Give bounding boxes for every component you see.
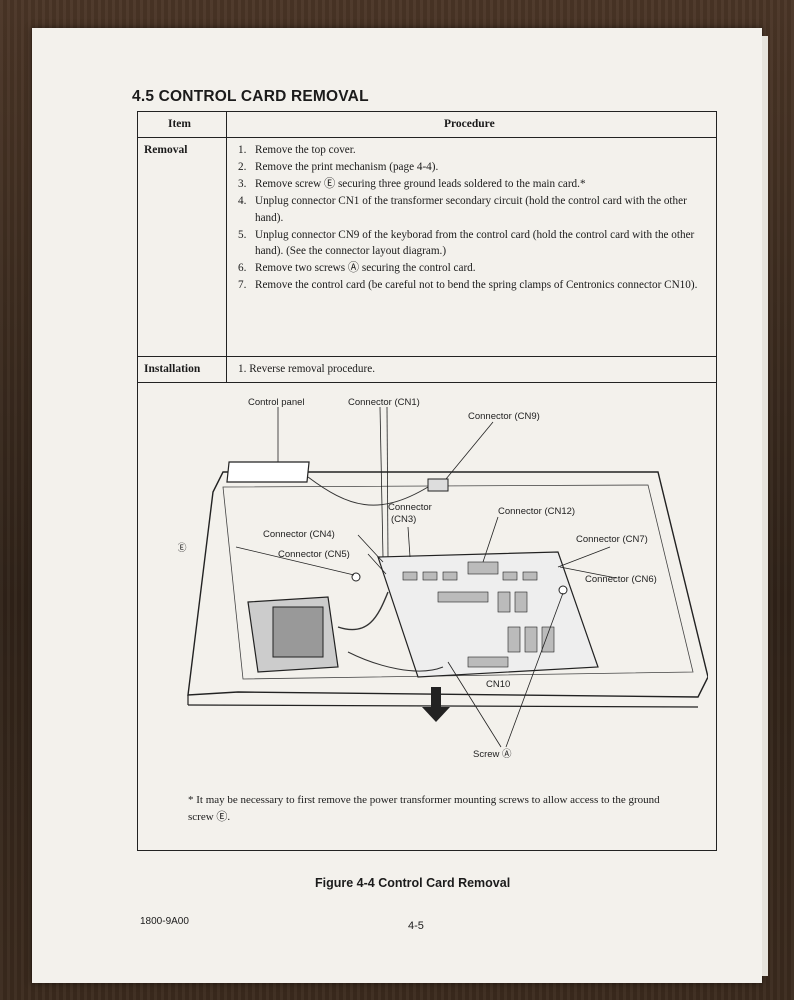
header-procedure: Procedure [444,118,495,130]
figure-caption: Figure 4-4 Control Card Removal [315,876,511,890]
row-divider [138,356,716,357]
page-number: 4-5 [408,920,424,932]
installation-step: 1. Reverse removal procedure. [238,363,375,375]
removal-step: 5.Unplug connector CN9 of the keyborad f… [238,228,695,258]
manual-page: 4.5 CONTROL CARD REMOVAL Item Procedure … [32,28,768,983]
header-item: Item [168,118,191,130]
label-cn6: Connector (CN6) [585,574,657,585]
footnote: * It may be necessary to first remove th… [188,794,660,823]
removal-step: 6.Remove two screws Ⓐ securing the contr… [238,262,476,275]
row-divider [138,382,716,383]
removal-step: 3.Remove screw Ⓔ securing three ground l… [238,177,586,190]
label-cn4: Connector (CN4) [263,529,335,540]
column-divider [226,356,227,383]
removal-step: 1.Remove the top cover. [238,144,356,156]
control-card-diagram: Control panel Connector (CN1) Connector … [178,397,708,760]
label-cn7: Connector (CN7) [576,534,648,545]
removal-label: Removal [144,144,188,156]
document-number: 1800-9A00 [140,916,189,927]
removal-steps: 1.Remove the top cover. 2.Remove the pri… [238,142,708,294]
installation-label: Installation [144,363,201,375]
label-cn1: Connector (CN1) [348,397,420,408]
label-screw-a: Screw Ⓐ [473,749,512,760]
removal-step: 4.Unplug connector CN1 of the transforme… [238,194,687,224]
label-cn5: Connector (CN5) [278,549,350,560]
table-header: Item Procedure [138,112,716,138]
label-cn3-line2: (CN3) [391,514,416,525]
column-divider [226,112,227,356]
removal-step: 7.Remove the control card (be careful no… [238,279,698,292]
label-control-panel: Control panel [248,397,305,408]
procedure-table: Item Procedure Removal 1.Remove the top … [137,111,717,851]
section-title: 4.5 CONTROL CARD REMOVAL [132,88,369,105]
label-cn9: Connector (CN9) [468,411,540,422]
label-cn10: CN10 [486,679,510,690]
removal-step: 2.Remove the print mechanism (page 4-4). [238,160,439,173]
label-cn12: Connector (CN12) [498,506,575,517]
label-cn3-line1: Connector [388,502,432,513]
label-screw-e: Screw Ⓔ [178,543,187,554]
